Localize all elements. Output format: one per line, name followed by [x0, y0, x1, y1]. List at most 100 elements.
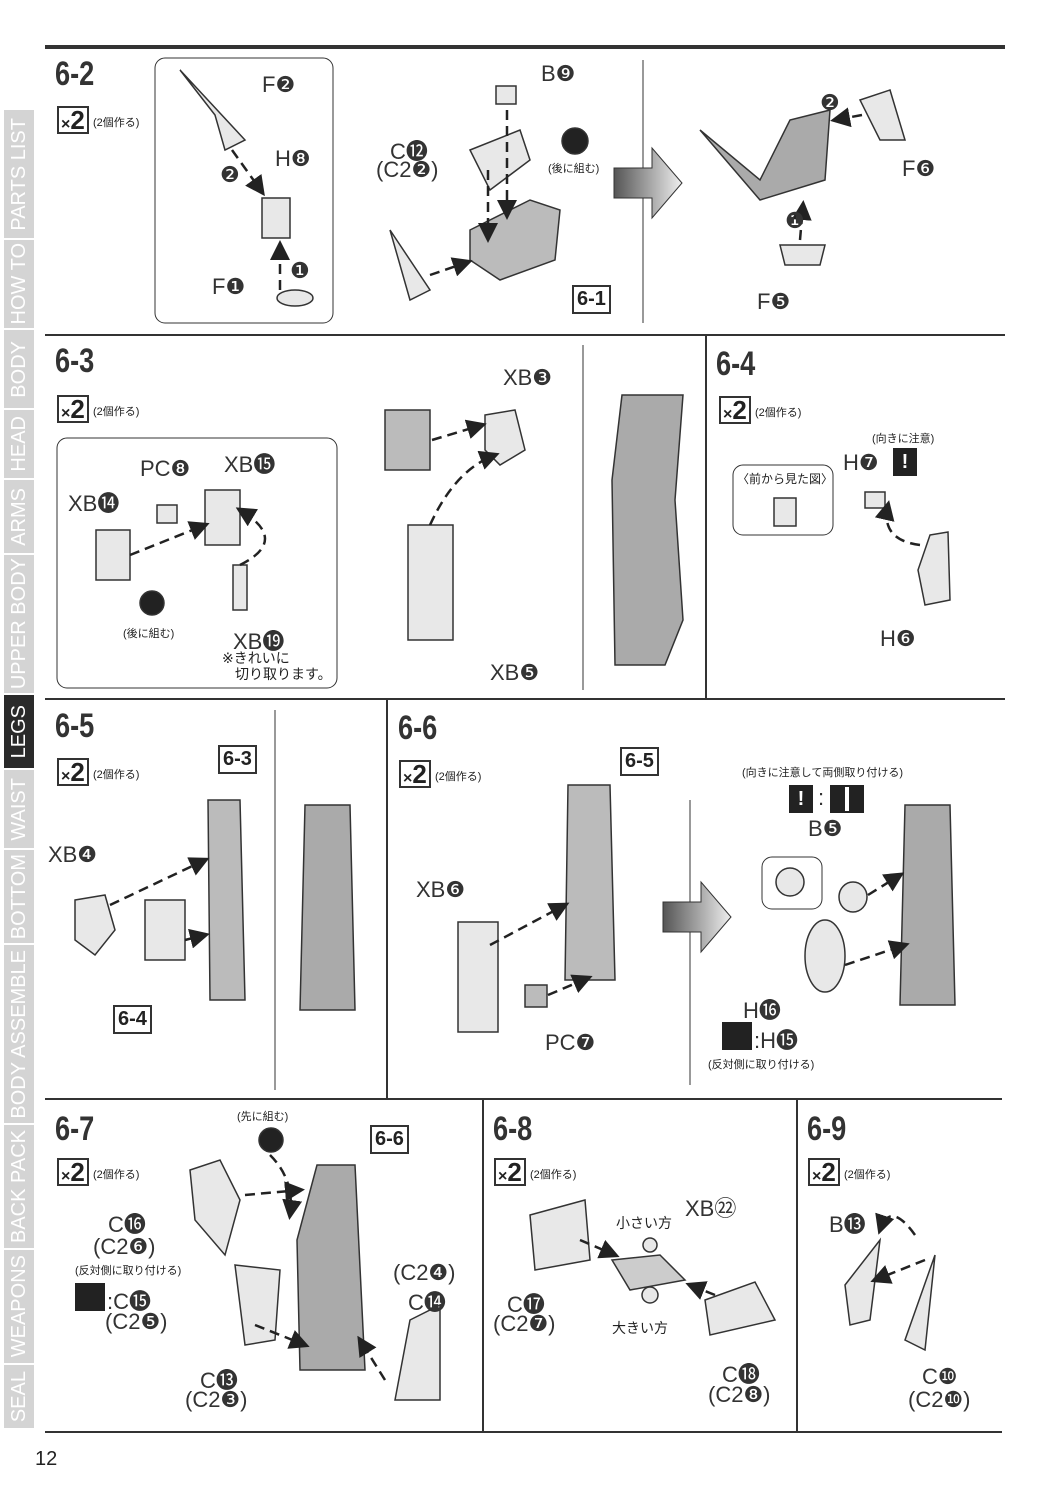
- assembly-arrow: [489, 902, 570, 947]
- part-label: XB❺: [490, 660, 540, 685]
- assembly-arrow: [429, 257, 473, 277]
- first-part: [258, 1127, 284, 1153]
- tab-parts-list[interactable]: PARTS LIST: [4, 110, 34, 240]
- part-xb4: [74, 894, 116, 957]
- part-label: C⓱: [507, 1292, 545, 1317]
- assembly-leg: [611, 394, 684, 666]
- times: ×: [61, 405, 71, 422]
- step-title: 6-8: [493, 1110, 533, 1148]
- first-note: (先に組む): [237, 1111, 289, 1123]
- tab-weapons[interactable]: WEAPONS: [4, 1250, 34, 1365]
- reference-box: 6-6: [370, 1125, 409, 1154]
- tab-upper-body[interactable]: UPPER BODY: [4, 555, 34, 695]
- part-6-4: [144, 899, 186, 961]
- make-two-note: (2個作る): [93, 1169, 140, 1181]
- caution-icon: !: [893, 448, 917, 476]
- caution-note: (向きに注意): [872, 433, 935, 445]
- part-label: :C⓯: [107, 1289, 152, 1314]
- times: ×: [723, 406, 733, 423]
- front-view-part: [773, 497, 797, 527]
- quantity: 2: [821, 1157, 836, 1187]
- inset-box: [56, 437, 338, 689]
- part-label: XB⓳: [233, 629, 285, 654]
- times: ×: [61, 1168, 71, 1185]
- assembly-arrow: [875, 1212, 917, 1236]
- tab-head[interactable]: HEAD: [4, 410, 34, 480]
- part-label: F❷: [262, 72, 296, 97]
- make-two-note: (2個作る): [93, 406, 140, 418]
- step-title: 6-5: [55, 707, 95, 745]
- tab-body[interactable]: BODY: [4, 330, 34, 410]
- assembly-arrow: [428, 450, 500, 526]
- small-side-label: 小さい方: [616, 1215, 672, 1231]
- part-label: :H⓯: [754, 1028, 799, 1053]
- part-leg-joint: [384, 409, 431, 471]
- assembly-arrow: [685, 1281, 716, 1300]
- part-c17: [529, 1199, 591, 1271]
- reference-box: 6-1: [572, 285, 611, 314]
- quantity-badge: ×2: [57, 758, 89, 786]
- inset-box: [761, 856, 823, 910]
- part-c16: [189, 1159, 241, 1257]
- part-label: (C2❹): [393, 1260, 456, 1285]
- assembly-6-6: [899, 804, 956, 1006]
- part-c18: [704, 1281, 777, 1336]
- tab-arms[interactable]: ARMS: [4, 480, 34, 555]
- assembly-arrow: [269, 1154, 303, 1220]
- inset-box: [154, 57, 334, 324]
- tab-body-assemble[interactable]: BODY ASSEMBLE: [4, 945, 34, 1125]
- opposite-note: (反対側に取り付ける): [708, 1059, 815, 1071]
- assembly-arrow: [244, 1181, 305, 1202]
- part-xb15: [204, 489, 241, 546]
- assembly-arrow: [830, 107, 863, 128]
- quantity: 2: [412, 759, 427, 789]
- part-label: C❿: [922, 1364, 958, 1389]
- part-label: (C2❻): [93, 1234, 156, 1259]
- later-note: (後に組む): [548, 163, 600, 175]
- assembly-arrow: [874, 500, 921, 547]
- assembly-arrow: [870, 1258, 926, 1284]
- step-arrow: [613, 146, 683, 220]
- quantity: 2: [70, 105, 85, 135]
- tab-how-to[interactable]: HOW TO: [4, 240, 34, 330]
- part-xb22: [610, 1254, 687, 1291]
- times: ×: [403, 770, 413, 787]
- later-note: (後に組む): [123, 628, 175, 640]
- tab-back-pack[interactable]: BACK PACK: [4, 1125, 34, 1250]
- tab-bottom[interactable]: BOTTOM: [4, 850, 34, 945]
- assembly-arrow: [431, 419, 487, 442]
- part-xb19: [232, 564, 248, 611]
- times: ×: [498, 1168, 508, 1185]
- part-label: (C2❷): [376, 157, 439, 182]
- part-label: (C2❺): [105, 1309, 168, 1334]
- part-label: (C2❸): [185, 1387, 248, 1412]
- part-b13: [844, 1237, 882, 1326]
- assembly-arrow: [230, 149, 265, 197]
- part-c13: [234, 1264, 281, 1346]
- part-f1: [276, 289, 314, 307]
- page-number: 12: [35, 1448, 58, 1470]
- part-label: C⓮: [408, 1290, 446, 1315]
- tab-seal[interactable]: SEAL: [4, 1365, 34, 1430]
- make-two-note: (2個作る): [435, 771, 482, 783]
- part-xb3: [484, 409, 526, 466]
- part-label: F❶: [212, 274, 246, 299]
- step-arrow: [662, 880, 732, 954]
- assembly-arrow: [547, 974, 593, 997]
- cut-note: ※きれいに: [222, 650, 290, 666]
- part-label: B⓭: [829, 1212, 866, 1237]
- cut-note: 切り取ります。: [235, 666, 332, 682]
- part-h7: [864, 491, 886, 509]
- tab-legs[interactable]: LEGS: [4, 695, 34, 770]
- inset-box: [732, 464, 834, 536]
- quantity: 2: [70, 394, 85, 424]
- assembly-arrow: [867, 872, 905, 897]
- part-c10: [904, 1254, 936, 1352]
- part-fin: [389, 229, 432, 302]
- quantity: 2: [70, 1157, 85, 1187]
- step-title: 6-3: [55, 342, 95, 380]
- part-b5: [838, 881, 868, 913]
- tab-waist[interactable]: WAIST: [4, 770, 34, 850]
- part-label: H❽: [275, 146, 311, 171]
